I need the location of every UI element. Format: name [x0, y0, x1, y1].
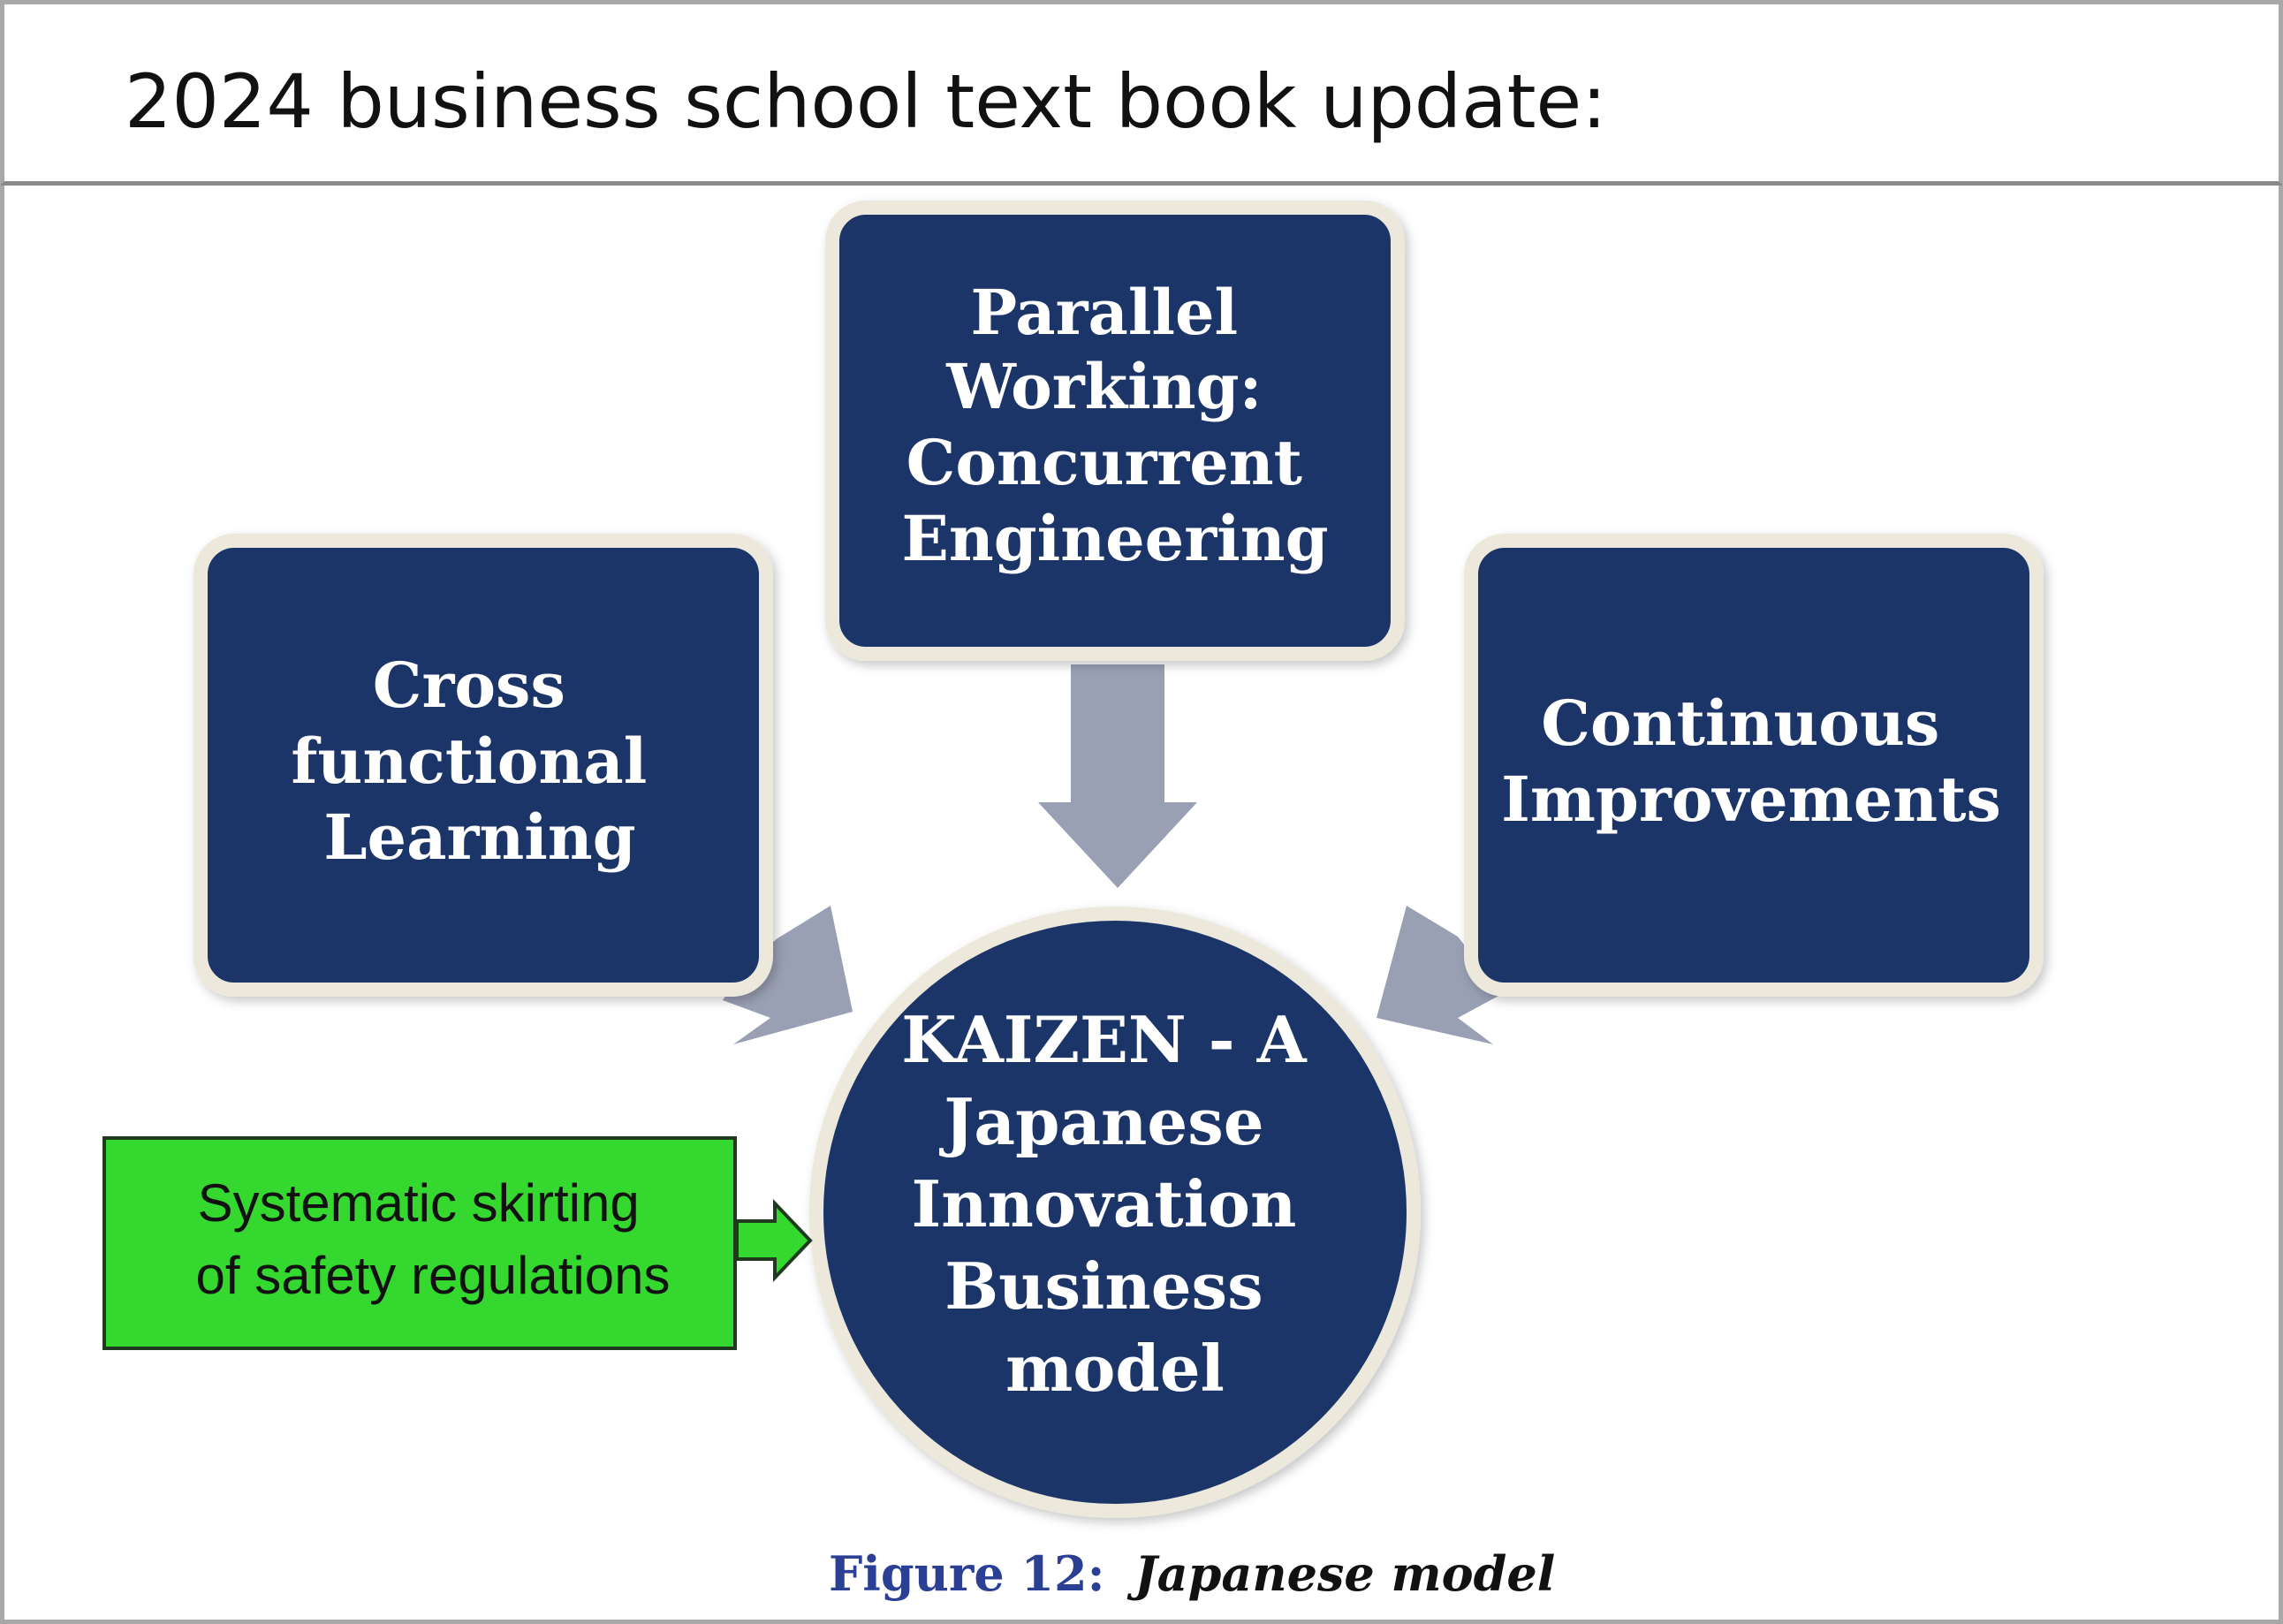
box-top-line-3: Concurrent [906, 426, 1302, 499]
box-right-line-2: Improvements [1501, 763, 2001, 836]
callout-arrow [735, 1199, 813, 1282]
box-top-line-4: Engineering [901, 502, 1328, 575]
callout-text: Systematic skirting of safety regulation… [196, 1173, 671, 1305]
center-circle-text: KAIZEN - A Japanese Innovation Business … [901, 1002, 1328, 1406]
box-top-line-2: Working: [945, 350, 1262, 423]
center-circle-kaizen [809, 907, 1421, 1518]
callout-line-2: of safety regulations [196, 1246, 671, 1305]
figure-caption: Figure 12: Japanese model [829, 1545, 1555, 1602]
center-line-3: Innovation [912, 1166, 1297, 1241]
callout-box [102, 1136, 737, 1350]
center-line-1: KAIZEN - A [901, 1002, 1307, 1077]
box-continuous-improvements [1464, 534, 2044, 997]
center-line-4: Business [944, 1248, 1263, 1324]
box-cross-functional [193, 534, 773, 997]
page-title: 2024 business school text book update: [125, 58, 1607, 145]
box-cross-functional-text: Cross functional Learning [291, 649, 668, 874]
box-parallel-working [825, 201, 1405, 661]
box-continuous-improvements-text: Continuous Improvements [1501, 687, 2001, 836]
box-right-line-1: Continuous [1541, 687, 1939, 760]
caption-label: Figure 12: [829, 1545, 1105, 1602]
callout-line-1: Systematic skirting [198, 1173, 640, 1233]
box-parallel-working-text: Parallel Working: Concurrent Engineering [901, 276, 1328, 575]
center-line-5: model [1005, 1331, 1225, 1406]
box-left-line-3: Learning [323, 801, 635, 874]
center-line-2: Japanese [938, 1084, 1263, 1159]
arrow-right-to-center [1377, 906, 1502, 1044]
arrow-top-to-center [1038, 664, 1197, 888]
box-top-line-1: Parallel [970, 276, 1238, 349]
header-bar: 2024 business school text book update: [0, 0, 2283, 186]
caption-text: Japanese model [1126, 1545, 1555, 1602]
box-left-line-2: functional [291, 725, 647, 798]
box-left-line-1: Cross [373, 649, 565, 722]
arrow-left-to-center [723, 906, 853, 1044]
